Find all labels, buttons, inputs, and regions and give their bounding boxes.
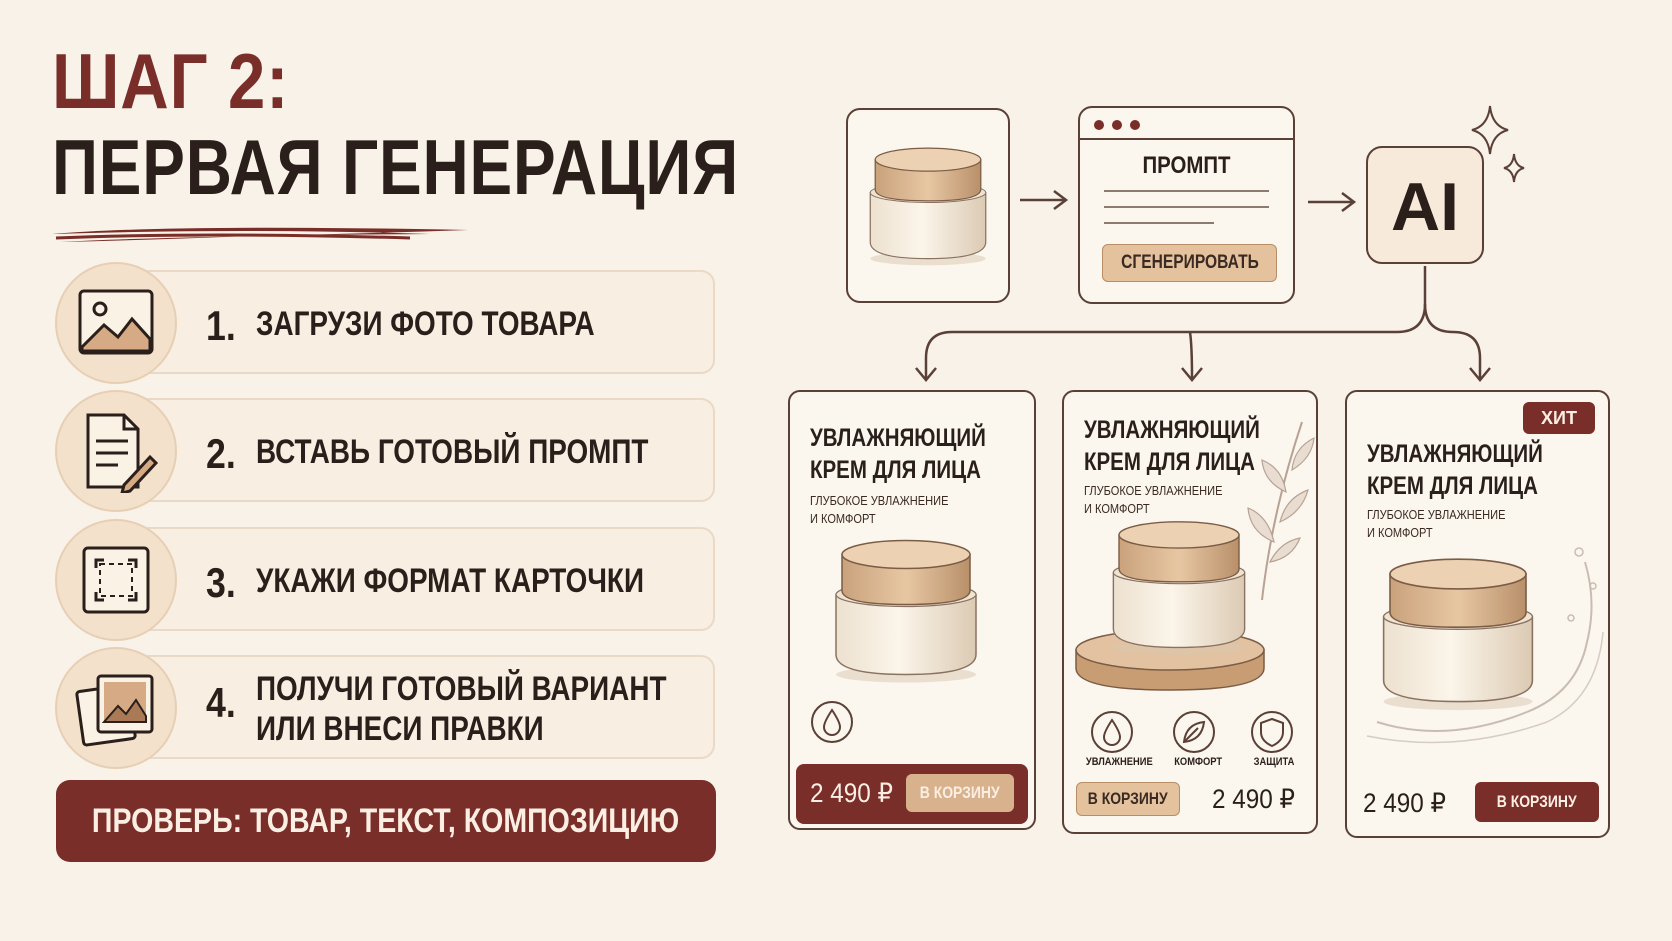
step-2-number: 2. xyxy=(206,430,236,477)
card-title-line1: УВЛАЖНЯЮЩИЙ xyxy=(810,424,986,452)
product-card-3[interactable]: ХИТ УВЛАЖНЯЮЩИЙ КРЕМ ДЛЯ ЛИЦА ГЛУБОКОЕ У… xyxy=(1345,390,1610,838)
branch-arrows xyxy=(915,266,1491,382)
step-4-card: 4. ПОЛУЧИ ГОТОВЫЙ ВАРИАНТ ИЛИ ВНЕСИ ПРАВ… xyxy=(130,655,715,759)
water-drop-icon xyxy=(1091,711,1133,753)
feature-label-comfort: КОМФОРТ xyxy=(1174,756,1223,768)
step-1-icon-circle xyxy=(55,262,177,384)
ai-box: AI xyxy=(1366,146,1484,264)
prompt-text-line xyxy=(1104,206,1269,208)
price: 2 490 ₽ xyxy=(1363,788,1447,818)
step-3-card: 3. УКАЖИ ФОРМАТ КАРТОЧКИ xyxy=(130,527,715,631)
card-subtitle-line1: ГЛУБОКОЕ УВЛАЖНЕНИЕ xyxy=(1084,483,1223,498)
add-to-cart-label: В КОРЗИНУ xyxy=(920,783,1000,802)
window-divider xyxy=(1080,138,1293,140)
feature-label-protection: ЗАЩИТА xyxy=(1253,756,1295,768)
price: 2 490 ₽ xyxy=(810,778,894,808)
leaf-icon xyxy=(1173,711,1215,753)
card-subtitle-line2: И КОМФОРТ xyxy=(1084,501,1150,516)
cream-jar-image xyxy=(862,140,994,270)
brush-underline xyxy=(52,227,468,242)
water-splash-decoration xyxy=(1366,547,1604,744)
step-2-card: 2. ВСТАВЬ ГОТОВЫЙ ПРОМПТ xyxy=(130,398,715,502)
leaf-branch-decoration xyxy=(1247,421,1315,601)
step-3-text: УКАЖИ ФОРМАТ КАРТОЧКИ xyxy=(256,562,644,600)
arrow-right-icon xyxy=(1020,190,1069,210)
card-title-line2: КРЕМ ДЛЯ ЛИЦА xyxy=(810,456,981,484)
card-title-line1: УВЛАЖНЯЮЩИЙ xyxy=(1367,440,1543,468)
page-title: ПЕРВАЯ ГЕНЕРАЦИЯ xyxy=(52,123,740,211)
step-1-card: 1. ЗАГРУЗИ ФОТО ТОВАРА xyxy=(130,270,715,374)
card-subtitle-line2: И КОМФОРТ xyxy=(1367,525,1433,540)
window-dot xyxy=(1094,120,1104,130)
generate-button[interactable]: СГЕНЕРИРОВАТЬ xyxy=(1102,244,1277,282)
shield-icon xyxy=(1251,711,1293,753)
window-dot xyxy=(1130,120,1140,130)
card-subtitle-line2: И КОМФОРТ xyxy=(810,511,876,526)
hit-badge: ХИТ xyxy=(1523,402,1595,434)
card-title-line2: КРЕМ ДЛЯ ЛИЦА xyxy=(1084,448,1255,476)
add-to-cart-button[interactable]: В КОРЗИНУ xyxy=(906,774,1014,812)
feature-label-moisture: УВЛАЖНЕНИЕ xyxy=(1085,756,1153,768)
window-dot xyxy=(1112,120,1122,130)
step-1-text: ЗАГРУЗИ ФОТО ТОВАРА xyxy=(256,305,595,343)
step-4-text-line1: ПОЛУЧИ ГОТОВЫЙ ВАРИАНТ xyxy=(256,670,667,708)
crop-frame-icon xyxy=(82,546,150,614)
check-bar-text: ПРОВЕРЬ: ТОВАР, ТЕКСТ, КОМПОЗИЦИЮ xyxy=(92,801,680,840)
cream-jar-image xyxy=(1104,514,1254,659)
cream-jar-image xyxy=(1373,550,1543,715)
sparkle-icon xyxy=(1471,105,1525,183)
prompt-text-line xyxy=(1104,222,1214,224)
step-4-number: 4. xyxy=(206,679,236,726)
water-drop-icon xyxy=(811,701,853,743)
step-1-number: 1. xyxy=(206,302,236,349)
step-2-icon-circle xyxy=(55,390,177,512)
card-subtitle-line1: ГЛУБОКОЕ УВЛАЖНЕНИЕ xyxy=(810,493,949,508)
step-4-icon-circle xyxy=(55,647,177,769)
card-title-line1: УВЛАЖНЯЮЩИЙ xyxy=(1084,416,1260,444)
card-title-line2: КРЕМ ДЛЯ ЛИЦА xyxy=(1367,472,1538,500)
image-icon xyxy=(78,289,154,355)
prompt-window: ПРОМПТ СГЕНЕРИРОВАТЬ xyxy=(1078,106,1295,304)
add-to-cart-button[interactable]: В КОРЗИНУ xyxy=(1076,782,1180,816)
photo-stack-icon xyxy=(75,674,154,747)
add-to-cart-button[interactable]: В КОРЗИНУ xyxy=(1475,782,1599,822)
document-pencil-icon xyxy=(86,413,158,493)
generate-button-label: СГЕНЕРИРОВАТЬ xyxy=(1120,252,1259,273)
arrow-right-icon xyxy=(1308,192,1357,212)
uploaded-photo-frame xyxy=(846,108,1010,303)
price: 2 490 ₽ xyxy=(1212,784,1296,814)
card-subtitle-line1: ГЛУБОКОЕ УВЛАЖНЕНИЕ xyxy=(1367,507,1506,522)
ai-label: AI xyxy=(1391,169,1459,245)
hit-badge-label: ХИТ xyxy=(1541,407,1577,428)
step-2-text: ВСТАВЬ ГОТОВЫЙ ПРОМПТ xyxy=(256,433,649,471)
prompt-title: ПРОМПТ xyxy=(1142,152,1231,179)
price-bar: 2 490 ₽ В КОРЗИНУ xyxy=(796,764,1028,824)
add-to-cart-label: В КОРЗИНУ xyxy=(1497,792,1577,811)
add-to-cart-label: В КОРЗИНУ xyxy=(1088,789,1168,808)
prompt-text-line xyxy=(1104,190,1269,192)
step-3-number: 3. xyxy=(206,559,236,606)
product-card-2[interactable]: УВЛАЖНЯЮЩИЙ КРЕМ ДЛЯ ЛИЦА ГЛУБОКОЕ УВЛАЖ… xyxy=(1062,390,1318,834)
product-card-1[interactable]: УВЛАЖНЯЮЩИЙ КРЕМ ДЛЯ ЛИЦА ГЛУБОКОЕ УВЛАЖ… xyxy=(788,390,1036,830)
check-bar: ПРОВЕРЬ: ТОВАР, ТЕКСТ, КОМПОЗИЦИЮ xyxy=(56,780,716,862)
step-4-text-line2: ИЛИ ВНЕСИ ПРАВКИ xyxy=(256,710,544,748)
title-step: ШАГ 2: xyxy=(52,37,290,125)
cream-jar-image xyxy=(826,532,986,687)
step-3-icon-circle xyxy=(55,519,177,641)
